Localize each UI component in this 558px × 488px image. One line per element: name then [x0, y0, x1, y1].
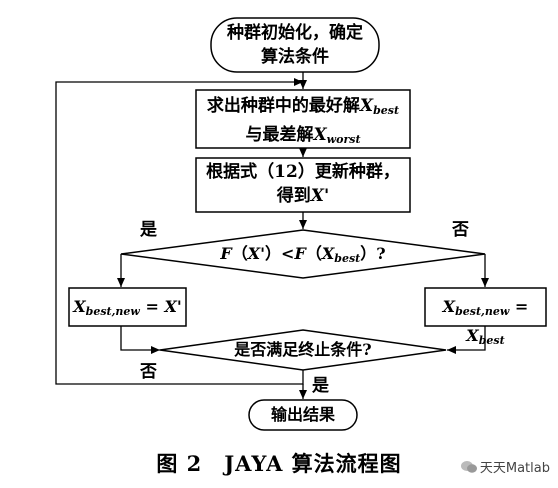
d1-x2: X — [321, 244, 335, 263]
update-line2-text: 得到 — [276, 186, 311, 206]
right-sub: best,new — [455, 305, 510, 318]
best-sub: best — [373, 104, 400, 117]
edge-decision2-no-loop — [55, 78, 304, 385]
best-line-text: 求出种群中的最好解 — [206, 96, 360, 116]
start-node-text: 种群初始化，确定 算法条件 — [211, 21, 379, 69]
label-yes-left: 是 — [140, 220, 157, 240]
update-line2: 得到X' — [196, 184, 410, 208]
watermark: 天天Matlab — [460, 457, 550, 476]
right-rhs: X — [466, 326, 479, 345]
worst-var: X — [313, 125, 327, 145]
decision-compare — [120, 229, 486, 279]
left-sub: best,new — [85, 305, 140, 318]
right-var: X — [442, 297, 456, 316]
left-eq: = — [139, 297, 165, 316]
end-node — [248, 399, 358, 431]
right-rhs-sub: best — [478, 334, 505, 347]
start-line1: 种群初始化，确定 — [227, 23, 363, 43]
watermark-text: 天天Matlab — [479, 461, 550, 476]
best-worst-text: 求出种群中的最好解Xbest 与最差解Xworst — [196, 94, 410, 152]
edge-left-to-decision2 — [120, 326, 160, 354]
d1-f: F — [220, 244, 232, 263]
decision-compare-text: F（X'）<F（Xbest）? — [150, 242, 456, 271]
decision-terminate-text: 是否满足终止条件? — [234, 340, 372, 359]
best-worst-box — [195, 89, 411, 149]
d1-lp2: （ — [305, 244, 322, 263]
worst-sub: worst — [326, 133, 361, 146]
worst-line: 与最差解Xworst — [196, 123, 410, 152]
left-rhs: X' — [164, 297, 182, 316]
update-var: X' — [310, 186, 330, 206]
start-node — [210, 17, 380, 73]
d1-mid: ）< — [265, 244, 295, 263]
d1-lp: （ — [231, 244, 248, 263]
start-line2: 算法条件 — [261, 47, 329, 67]
d1-f2: F — [294, 244, 306, 263]
label-no-bottom: 否 — [140, 362, 157, 382]
best-var: X — [359, 96, 374, 116]
label-no-right: 否 — [452, 220, 469, 240]
update-text: 根据式（12）更新种群， 得到X' — [196, 160, 410, 208]
best-line: 求出种群中的最好解Xbest — [196, 94, 410, 123]
right-assign-text: Xbest,new = Xbest — [425, 295, 546, 353]
edge-right-to-decision2 — [447, 326, 486, 354]
left-assign-box — [68, 287, 187, 327]
left-var: X — [73, 297, 86, 316]
figure-caption: 图 2 JAYA 算法流程图 — [156, 451, 402, 476]
right-eq: = — [509, 297, 529, 316]
left-assign-text: Xbest,new = X' — [69, 295, 186, 324]
d1-x1: X' — [247, 244, 266, 263]
label-yes-bottom: 是 — [312, 376, 329, 396]
end-node-text: 输出结果 — [270, 405, 335, 424]
chat-bubble-icon — [460, 461, 477, 473]
d1-end: ）? — [360, 244, 386, 263]
worst-line-text: 与最差解 — [245, 125, 314, 145]
update-line1: 根据式（12）更新种群， — [206, 162, 400, 182]
d1-sub: best — [334, 252, 361, 265]
right-assign-box — [424, 287, 547, 327]
